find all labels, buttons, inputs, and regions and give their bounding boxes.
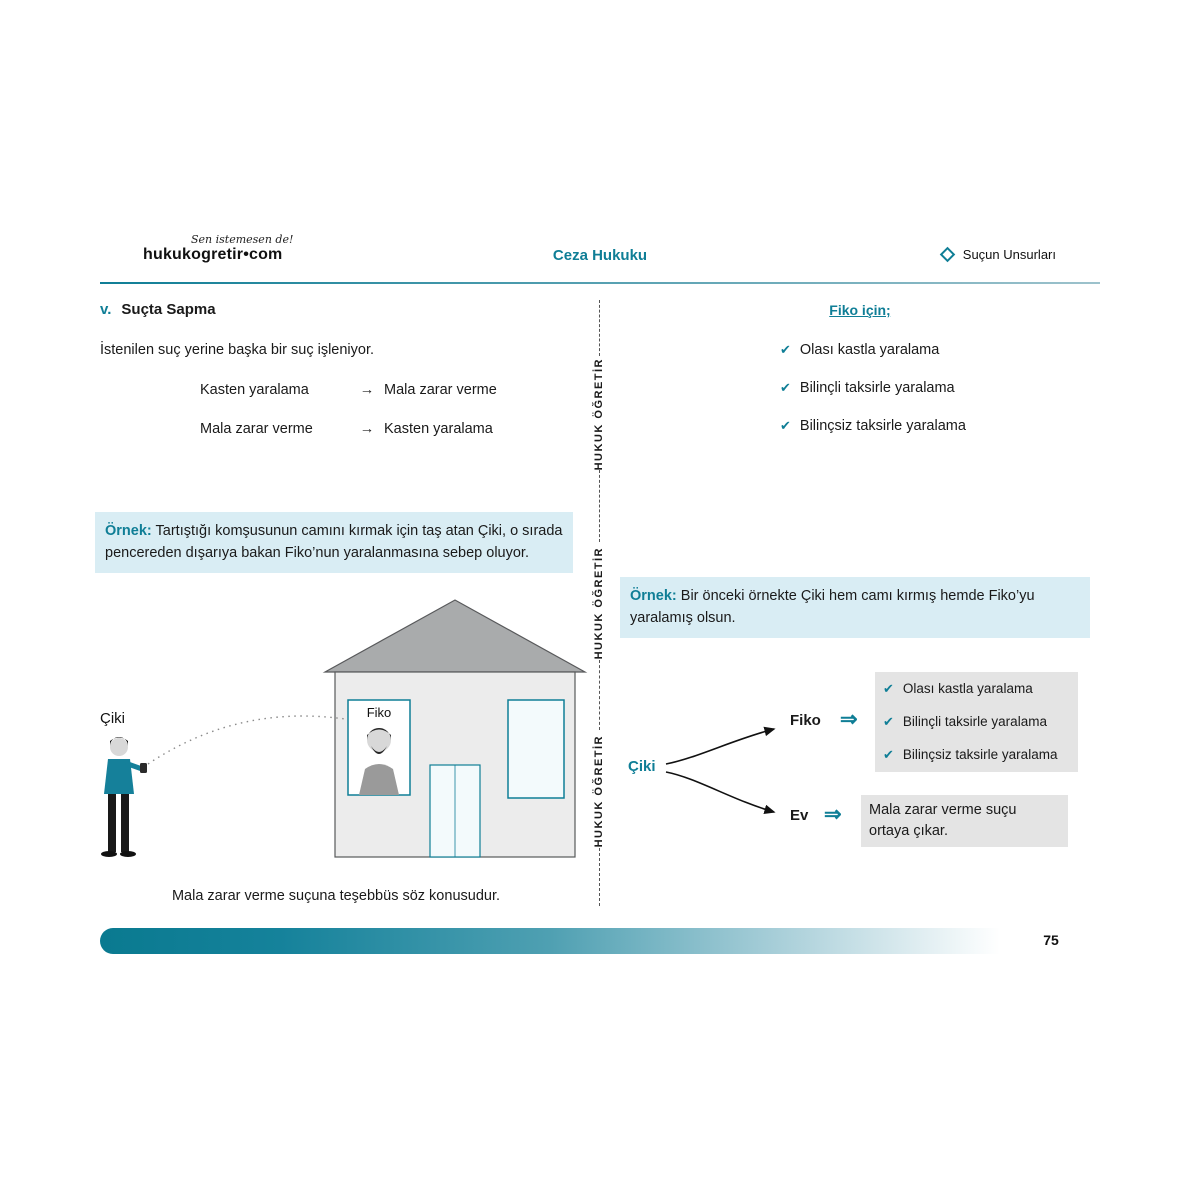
mapping-from: Kasten yaralama (200, 382, 309, 398)
example-text: Tartıştığı komşusunun camını kırmak için… (105, 523, 563, 562)
page-title: Ceza Hukuku (552, 247, 648, 264)
window-right (507, 699, 565, 799)
fiko-check-list: ✔ Olası kastla yaralama ✔ Bilinçli taksi… (780, 342, 966, 434)
illustration-svg: Fiko Çiki (100, 599, 588, 858)
check-text: Bilinçsiz taksirle yaralama (799, 418, 966, 434)
header-divider (100, 282, 1100, 284)
person-arm (125, 761, 145, 772)
fiko-torso (359, 764, 399, 795)
stone (140, 763, 147, 773)
check-icon: ✔ (883, 681, 894, 696)
arrow-right-icon: → (359, 421, 375, 437)
mapping-from: Mala zarar verme (200, 421, 313, 437)
example-box-right: Örnek: Bir önceki örnekte Çiki hem camı … (620, 577, 1090, 638)
divider-dash (599, 848, 600, 906)
mapping-to: Kasten yaralama (384, 421, 493, 437)
diagram-branch-arrows (665, 726, 776, 814)
person-label: Çiki (100, 710, 125, 727)
check-icon: ✔ (780, 342, 791, 357)
diamond-icon (939, 246, 956, 263)
check-text: Bilinçsiz taksirle yaralama (902, 747, 1058, 762)
person-leg (121, 794, 129, 852)
site-logo: Sen istemesen de! hukukogretir•com (143, 233, 293, 264)
chapter-label-text: Suçun Unsurları (962, 247, 1056, 262)
person-head (110, 738, 128, 756)
fiko-heading: Fiko için; (829, 302, 891, 318)
example-label: Örnek: (630, 588, 677, 604)
double-arrow-icon: ⇒ (824, 803, 842, 826)
check-icon: ✔ (780, 380, 791, 395)
check-icon: ✔ (883, 714, 894, 729)
mapping-to: Mala zarar verme (384, 382, 497, 398)
list-item: ✔ Bilinçli taksirle yaralama (883, 714, 1070, 730)
fiko-beard (371, 746, 387, 754)
list-item: ✔ Bilinçli taksirle yaralama (780, 380, 966, 396)
intro-text: İstenilen suç yerine başka bir suç işlen… (100, 342, 375, 358)
divider-dash (599, 300, 600, 356)
check-text: Bilinçli taksirle yaralama (799, 380, 955, 396)
diagram-root-ciki: Çiki (628, 758, 656, 775)
check-text: Olası kastla yaralama (902, 681, 1033, 696)
person-foot (101, 851, 117, 857)
stone-trajectory (147, 715, 346, 765)
list-item: ✔ Olası kastla yaralama (883, 681, 1070, 697)
ev-result-box: Mala zarar verme suçu ortaya çıkar. (861, 795, 1068, 848)
person-shirt (104, 759, 134, 794)
watermark-text: HUKUK ÖĞRETİR (593, 735, 605, 848)
check-icon: ✔ (780, 418, 791, 433)
section-heading: v. Suçta Sapma (100, 301, 216, 318)
page-number: 75 (1043, 932, 1059, 948)
footer-gradient-bar (100, 928, 1100, 954)
house-illustration: Fiko Çiki (88, 588, 593, 876)
house-roof (322, 599, 588, 673)
list-item: ✔ Olası kastla yaralama (780, 342, 966, 358)
check-text: Olası kastla yaralama (799, 342, 940, 358)
person-foot (120, 851, 136, 857)
watermark-text: HUKUK ÖĞRETİR (593, 547, 605, 660)
check-icon: ✔ (883, 747, 894, 762)
arrow-right-icon: → (359, 382, 375, 398)
fiko-head (367, 728, 391, 752)
window-label: Fiko (367, 705, 392, 720)
example-text: Bir önceki örnekte Çiki hem camı kırmış … (630, 588, 1035, 627)
example-box-left: Örnek: Tartıştığı komşusunun camını kırm… (95, 512, 573, 573)
branch-ev-label: Ev (790, 807, 809, 824)
list-item: ✔ Bilinçsiz taksirle yaralama (883, 747, 1070, 763)
arrow-to-ev (665, 771, 776, 814)
person-leg (108, 794, 116, 852)
illustration-caption: Mala zarar verme suçuna teşebbüs söz kon… (171, 888, 501, 904)
section-number: v. (100, 301, 112, 318)
divider-dash (599, 470, 600, 542)
example-label: Örnek: (105, 523, 152, 539)
branch-fiko-label: Fiko (790, 712, 821, 729)
logo-text: hukukogretir•com (143, 246, 283, 263)
divider-dash (599, 660, 600, 730)
arrow-to-fiko (665, 726, 776, 765)
section-title: Suçta Sapma (121, 301, 216, 318)
double-arrow-icon: ⇒ (840, 708, 858, 731)
fiko-results-box: ✔ Olası kastla yaralama ✔ Bilinçli taksi… (875, 672, 1078, 772)
chapter-label: Suçun Unsurları (939, 246, 1056, 263)
logo-slogan: Sen istemesen de! (191, 233, 294, 246)
check-text: Bilinçli taksirle yaralama (902, 714, 1047, 729)
crime-mapping-list: Kasten yaralama → Mala zarar verme Mala … (200, 382, 497, 437)
watermark-text: HUKUK ÖĞRETİR (593, 358, 605, 471)
list-item: ✔ Bilinçsiz taksirle yaralama (780, 418, 966, 434)
